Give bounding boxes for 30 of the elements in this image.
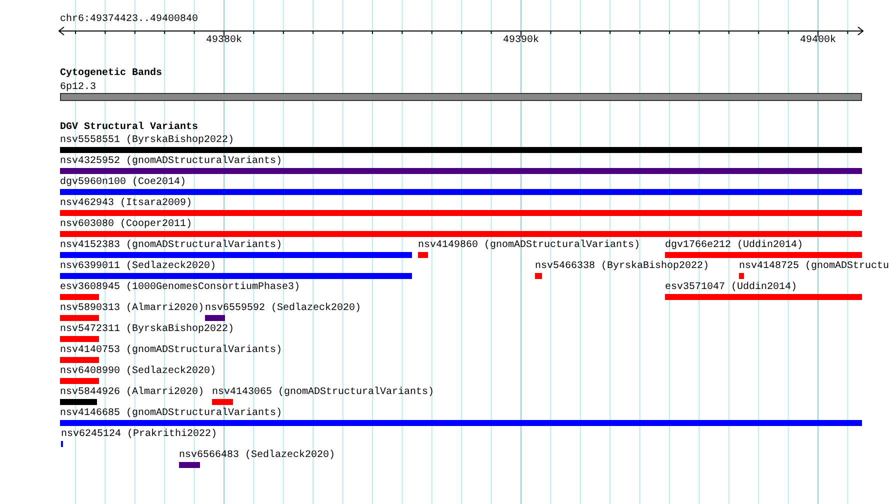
feature-label: nsv603080 (Cooper2011) bbox=[60, 219, 194, 230]
tick-label: 49390k bbox=[502, 35, 540, 46]
tick-label: 49380k bbox=[204, 35, 243, 46]
feature-label: esv3571047 (Uddin2014) bbox=[665, 282, 798, 293]
feature-label: nsv5844926 (Almarri2020) bbox=[60, 387, 204, 398]
feature-label: nsv6559592 (Sedlazeck2020) bbox=[205, 303, 362, 314]
track-title: DGV Structural Variants bbox=[60, 122, 198, 133]
track-title: Cytogenetic Bands bbox=[60, 68, 162, 79]
feature-label: nsv5466338 (ByrskaBishop2022) bbox=[535, 261, 710, 272]
tick-label: 49400k bbox=[798, 35, 837, 46]
feature-label: nsv4143065 (gnomADStructuralVariants) bbox=[212, 387, 434, 398]
feature-label: nsv5890313 (Almarri2020) bbox=[60, 303, 204, 314]
feature-label: nsv4148725 (gnomADStructu bbox=[739, 261, 890, 272]
feature-label: nsv5472311 (ByrskaBishop2022) bbox=[60, 324, 234, 335]
feature-label: nsv4140753 (gnomADStructuralVariants) bbox=[60, 345, 282, 356]
feature-label: nsv4152383 (gnomADStructuralVariants) bbox=[60, 240, 284, 251]
band-label: 6p12.3 bbox=[60, 82, 98, 93]
feature-label: dgv1766e212 (Uddin2014) bbox=[665, 240, 804, 251]
feature-label: nsv6566483 (Sedlazeck2020) bbox=[179, 450, 336, 461]
position-range: chr6:49374423..49400840 bbox=[60, 14, 198, 25]
feature-label: nsv4146685 (gnomADStructuralVariants) bbox=[60, 408, 284, 419]
feature-label: nsv5558551 (ByrskaBishop2022) bbox=[60, 135, 236, 146]
feature-label: esv3608945 (1000GenomesConsortiumPhase3) bbox=[60, 282, 300, 293]
feature-label: dgv5960n100 (Coe2014) bbox=[60, 177, 188, 188]
feature-label: nsv6408990 (Sedlazeck2020) bbox=[60, 366, 216, 377]
feature-label: nsv6245124 (Prakrithi2022) bbox=[61, 429, 218, 440]
feature-label: nsv4149860 (gnomADStructuralVariants) bbox=[418, 240, 640, 251]
feature-label: nsv6399011 (Sedlazeck2020) bbox=[60, 261, 218, 272]
feature-label: nsv462943 (Itsara2009) bbox=[60, 198, 194, 209]
feature-label: nsv4325952 (gnomADStructuralVariants) bbox=[60, 156, 284, 167]
